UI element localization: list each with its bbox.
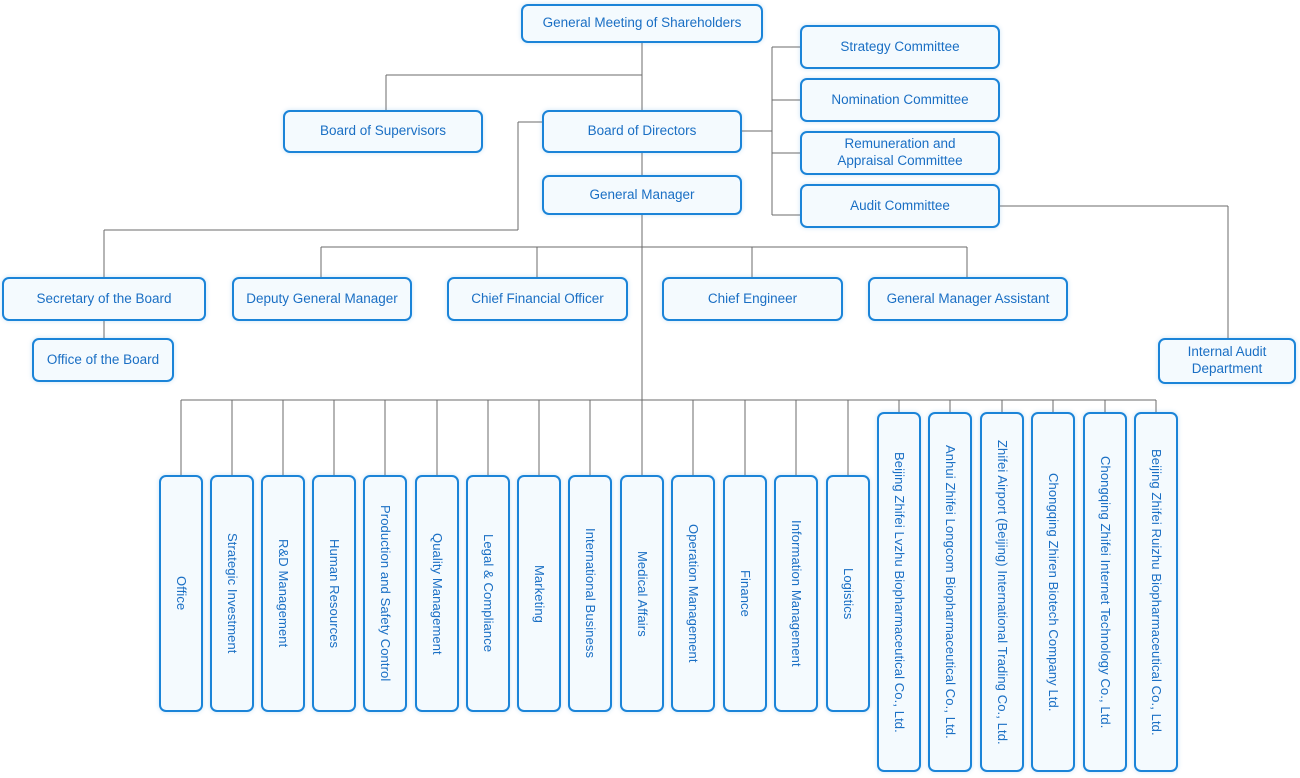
node-label: Chongqing Zhiren Biotech Company Ltd. (1045, 472, 1061, 712)
node-remuneration-and-appraisal-committee[interactable]: Remuneration and Appraisal Committee (800, 131, 1000, 175)
node-department-information-management[interactable]: Information Management (774, 475, 818, 712)
node-label: Marketing (531, 564, 547, 623)
node-department-office[interactable]: Office (159, 475, 203, 712)
node-label: Office (173, 576, 189, 611)
node-label: Strategic Investment (224, 533, 240, 654)
node-office-of-the-board[interactable]: Office of the Board (32, 338, 174, 382)
node-department-marketing[interactable]: Marketing (517, 475, 561, 712)
node-general-meeting-of-shareholders[interactable]: General Meeting of Shareholders (521, 4, 763, 43)
node-department-legal-and-compliance[interactable]: Legal & Compliance (466, 475, 510, 712)
node-label: Anhui Zhifei Longcom Biopharmaceutical C… (942, 445, 958, 739)
node-department-human-resources[interactable]: Human Resources (312, 475, 356, 712)
node-label: Human Resources (326, 538, 342, 649)
node-department-international-business[interactable]: International Business (568, 475, 612, 712)
node-department-operation-management[interactable]: Operation Management (671, 475, 715, 712)
node-nomination-committee[interactable]: Nomination Committee (800, 78, 1000, 122)
node-label: Legal & Compliance (480, 534, 496, 653)
node-label: Chief Financial Officer (471, 290, 604, 306)
node-label: General Manager Assistant (886, 290, 1050, 306)
node-label: Quality Management (429, 532, 445, 655)
node-label: Beijing Zhifei Ruizhu Biopharmaceutical … (1148, 448, 1164, 736)
node-subsidiary-anhui-zhifei-longcom-biopharmaceutical[interactable]: Anhui Zhifei Longcom Biopharmaceutical C… (928, 412, 972, 772)
node-label: Chief Engineer (707, 290, 798, 306)
node-subsidiary-chongqing-zhifei-internet-technology[interactable]: Chongqing Zhifei Internet Technology Co.… (1083, 412, 1127, 772)
node-general-manager-assistant[interactable]: General Manager Assistant (868, 277, 1068, 321)
node-secretary-of-the-board[interactable]: Secretary of the Board (2, 277, 206, 321)
node-department-logistics[interactable]: Logistics (826, 475, 870, 712)
node-label: General Meeting of Shareholders (542, 15, 742, 31)
node-internal-audit-department[interactable]: Internal Audit Department (1158, 338, 1296, 384)
node-label-line1: Remuneration and (844, 136, 956, 152)
node-label: Chongqing Zhifei Internet Technology Co.… (1097, 455, 1113, 729)
node-label: Deputy General Manager (246, 290, 398, 306)
node-label: International Business (582, 528, 598, 659)
node-chief-engineer[interactable]: Chief Engineer (662, 277, 843, 321)
node-label: Finance (737, 570, 753, 617)
node-subsidiary-beijing-zhifei-ruizhu-biopharmaceutical[interactable]: Beijing Zhifei Ruizhu Biopharmaceutical … (1134, 412, 1178, 772)
node-subsidiary-chongqing-zhiren-biotech[interactable]: Chongqing Zhiren Biotech Company Ltd. (1031, 412, 1075, 772)
node-department-finance[interactable]: Finance (723, 475, 767, 712)
node-label: Operation Management (685, 524, 701, 663)
node-label: Board of Directors (587, 123, 697, 139)
node-label: Nomination Committee (831, 91, 969, 107)
node-label: Secretary of the Board (36, 290, 172, 306)
node-strategy-committee[interactable]: Strategy Committee (800, 25, 1000, 69)
node-label: General Manager (589, 186, 695, 202)
node-chief-financial-officer[interactable]: Chief Financial Officer (447, 277, 628, 321)
node-subsidiary-beijing-zhifei-lvzhu-biopharmaceutical[interactable]: Beijing Zhifei Lvzhu Biopharmaceutical C… (877, 412, 921, 772)
node-deputy-general-manager[interactable]: Deputy General Manager (232, 277, 412, 321)
node-label: Office of the Board (46, 351, 160, 367)
node-label-line1: Internal Audit (1187, 344, 1267, 360)
node-label: Information Management (788, 520, 804, 667)
node-department-production-and-safety-control[interactable]: Production and Safety Control (363, 475, 407, 712)
node-label: Medical Affairs (634, 550, 650, 637)
node-label: Zhifei Airport (Beijing) International T… (994, 439, 1010, 745)
node-label: Strategy Committee (840, 38, 960, 54)
node-department-strategic-investment[interactable]: Strategic Investment (210, 475, 254, 712)
node-department-quality-management[interactable]: Quality Management (415, 475, 459, 712)
node-label: Audit Committee (850, 197, 950, 213)
node-label: R&D Management (275, 539, 291, 648)
node-label: Logistics (840, 567, 856, 620)
node-audit-committee[interactable]: Audit Committee (800, 184, 1000, 228)
node-board-of-supervisors[interactable]: Board of Supervisors (283, 110, 483, 153)
node-label: Production and Safety Control (377, 505, 393, 682)
node-label: Beijing Zhifei Lvzhu Biopharmaceutical C… (891, 451, 907, 733)
node-general-manager[interactable]: General Manager (542, 175, 742, 215)
node-label-line2: Appraisal Committee (837, 153, 963, 168)
node-subsidiary-zhifei-airport-beijing-international-trading[interactable]: Zhifei Airport (Beijing) International T… (980, 412, 1024, 772)
node-label: Board of Supervisors (319, 123, 447, 139)
node-label-line2: Department (1191, 361, 1263, 376)
node-department-rd-management[interactable]: R&D Management (261, 475, 305, 712)
node-department-medical-affairs[interactable]: Medical Affairs (620, 475, 664, 712)
node-board-of-directors[interactable]: Board of Directors (542, 110, 742, 153)
